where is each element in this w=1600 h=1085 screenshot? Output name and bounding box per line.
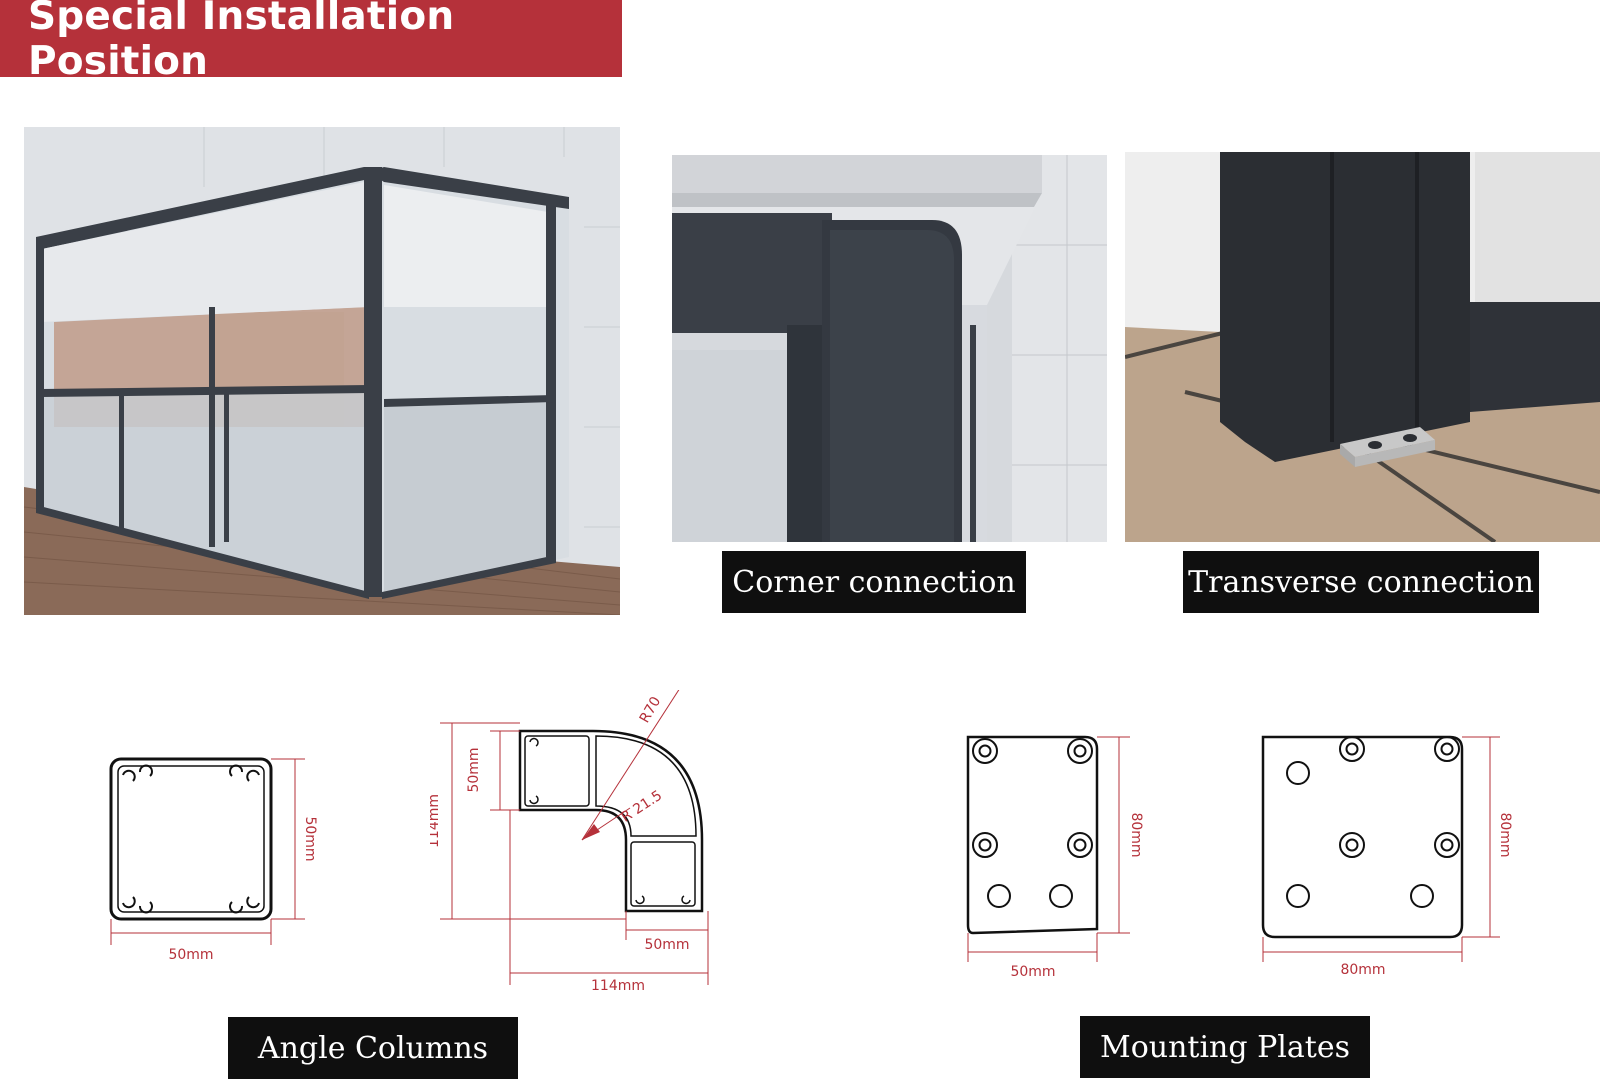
large-mounting-plate-drawing: 80mm 80mm [1261,735,1513,978]
small-plate-height-label: 80mm [1128,812,1144,857]
column-width-label: 50mm [168,947,213,963]
angle-outer-radius-label: R70 [637,694,665,726]
angle-arm-width-label: 50mm [644,937,689,953]
large-plate-height-label: 80mm [1497,812,1513,857]
small-mounting-plate-drawing: 80mm 50mm [966,735,1144,980]
angle-total-width-label: 114mm [591,978,645,994]
large-plate-width-label: 80mm [1340,962,1385,978]
angle-column-drawing: R70 R 21.5 50mm 114mm 50mm 114mm [430,690,709,994]
square-column-drawing: 50mm 50mm [109,757,318,963]
caption-transverse-connection: Transverse connection [1183,551,1539,613]
angle-inner-radius-label: R 21.5 [618,788,665,826]
angle-total-height-label: 114mm [430,794,442,848]
small-plate-width-label: 50mm [1010,964,1055,980]
column-height-label: 50mm [302,816,318,861]
title-banner: Special Installation Position [0,0,622,84]
caption-mounting-plates: Mounting Plates [1080,1016,1370,1078]
transverse-connection-photo [1125,152,1600,542]
caption-corner-connection: Corner connection [722,551,1026,613]
balcony-render-photo [24,127,620,615]
angle-arm-height-label: 50mm [466,747,482,792]
page-title: Special Installation Position [28,0,455,84]
corner-connection-photo [672,155,1107,542]
caption-angle-columns: Angle Columns [228,1017,518,1079]
